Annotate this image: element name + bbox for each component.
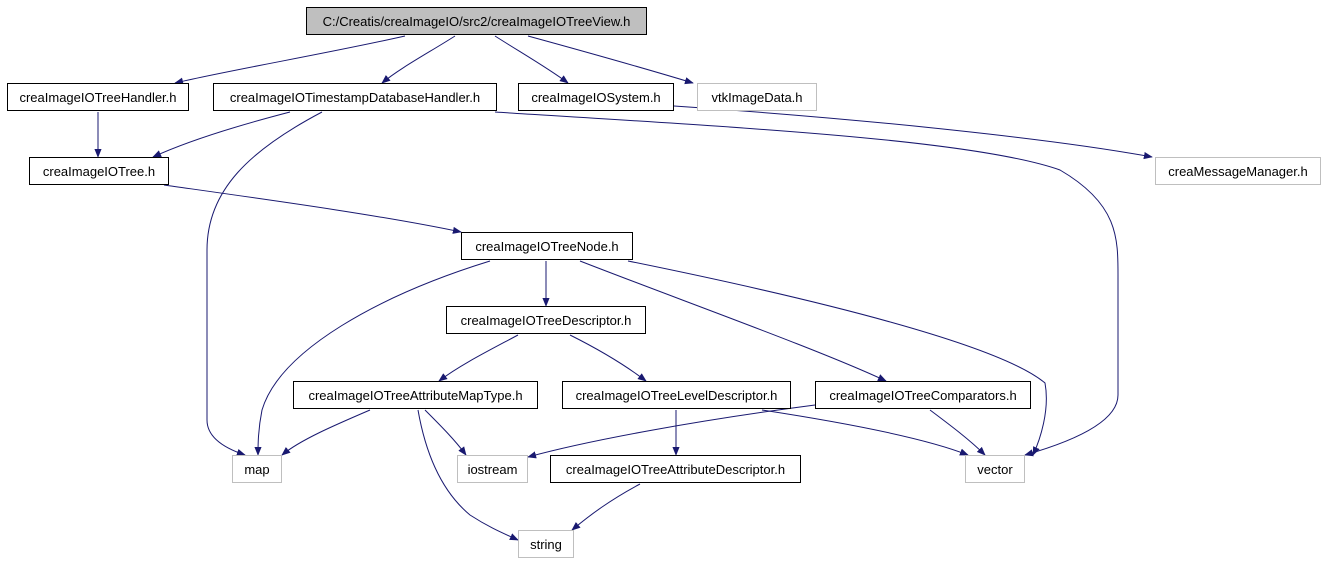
edge-comparators-to-vector <box>929 409 986 456</box>
node-treenode[interactable]: creaImageIOTreeNode.h <box>461 232 633 260</box>
edge-root-to-tsdb <box>381 35 456 84</box>
node-string: string <box>518 530 574 558</box>
edge-system-to-msg <box>673 105 1153 160</box>
edge-descriptor-to-attrmap <box>438 334 519 382</box>
edge-comparators-to-iostream <box>527 404 816 459</box>
node-iostream: iostream <box>457 455 528 483</box>
node-timestamp-database-handler[interactable]: creaImageIOTimestampDatabaseHandler.h <box>213 83 497 111</box>
edge-attrdesc-to-string <box>571 483 641 531</box>
edge-treenode-to-comparators <box>579 260 887 382</box>
node-level-descriptor[interactable]: creaImageIOTreeLevelDescriptor.h <box>562 381 791 409</box>
edge-tsdb-to-tree <box>152 111 291 158</box>
node-treehandler[interactable]: creaImageIOTreeHandler.h <box>7 83 189 111</box>
edge-tsdb-to-vector <box>494 111 1119 457</box>
edge-treenode-to-vector <box>627 260 1047 456</box>
edge-treenode-to-map <box>254 260 491 456</box>
node-vector: vector <box>965 455 1025 483</box>
edge-tsdb-to-map <box>206 111 323 456</box>
node-system[interactable]: creaImageIOSystem.h <box>518 83 674 111</box>
edge-leveldesc-to-vector <box>761 409 969 456</box>
edge-attrmap-to-iostream <box>424 409 467 456</box>
edge-root-to-vtk <box>527 35 694 85</box>
node-message-manager: creaMessageManager.h <box>1155 157 1321 185</box>
edge-descriptor-to-leveldesc <box>569 334 647 382</box>
node-root-treeview: C:/Creatis/creaImageIO/src2/creaImageIOT… <box>306 7 647 35</box>
node-vtkimagedata: vtkImageData.h <box>697 83 817 111</box>
edge-root-to-system <box>494 35 569 84</box>
node-tree[interactable]: creaImageIOTree.h <box>29 157 169 185</box>
node-attribute-map-type[interactable]: creaImageIOTreeAttributeMapType.h <box>293 381 538 409</box>
node-map: map <box>232 455 282 483</box>
node-tree-descriptor[interactable]: creaImageIOTreeDescriptor.h <box>446 306 646 334</box>
edge-tree-to-treenode <box>163 184 462 234</box>
node-attribute-descriptor[interactable]: creaImageIOTreeAttributeDescriptor.h <box>550 455 801 483</box>
edge-attrmap-to-string <box>417 409 519 541</box>
edge-root-to-treehandler <box>174 35 406 85</box>
edge-attrmap-to-map <box>281 409 371 456</box>
node-comparators[interactable]: creaImageIOTreeComparators.h <box>815 381 1031 409</box>
